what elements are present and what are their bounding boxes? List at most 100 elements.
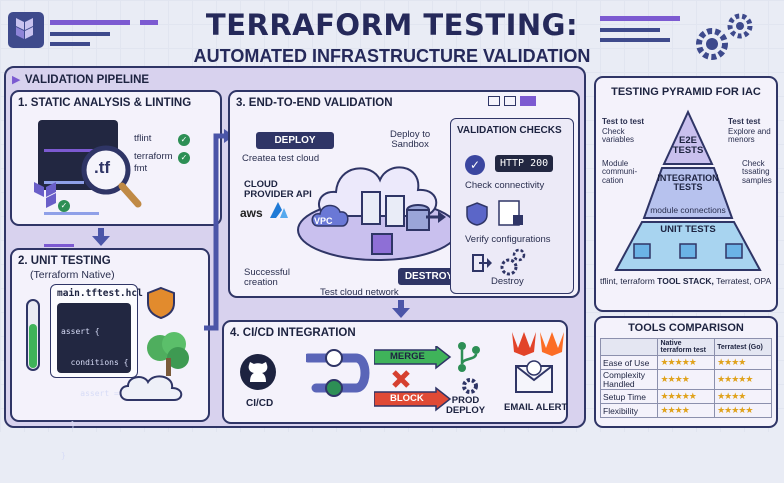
- code-line: conditions {: [61, 357, 129, 367]
- arrow-down-icon: [92, 236, 110, 246]
- terraform-logo-icon: [8, 12, 44, 48]
- hcl-code-block: assert { conditions { assert == } }: [57, 303, 131, 460]
- destroy-badge: DESTROY: [398, 268, 460, 285]
- tool-stack-pre: tflint, terraform: [600, 276, 655, 286]
- gear-icon: [696, 13, 753, 60]
- success-label: Successful creation: [244, 267, 290, 289]
- rating-stars: ★★★★: [657, 369, 716, 390]
- deploy-sandbox-label: Deploy to Sandbox: [390, 129, 431, 151]
- code-line: }: [61, 420, 76, 430]
- test-tube-icon: [26, 299, 40, 371]
- verify-config-label: Verify configurations: [465, 234, 551, 245]
- static-analysis-title: 1. STATIC ANALYSIS & LINTING: [18, 97, 192, 109]
- pyramid-left-1a: Test to test: [602, 117, 645, 126]
- gears-icon: [500, 248, 526, 276]
- row-label: Ease of Use: [599, 355, 659, 370]
- row-label: Complexity Handled: [599, 369, 659, 390]
- vpc-label: VPC: [314, 216, 333, 226]
- shield-icon: [147, 286, 175, 320]
- destroy-label: Destroy: [491, 276, 524, 287]
- check-connectivity-label: Check connectivity: [465, 180, 545, 191]
- test-file-name: main.tftest.hcl: [57, 288, 143, 299]
- pyramid-shape: [614, 109, 762, 271]
- page-title: TERRAFORM TESTING:: [205, 8, 579, 42]
- maximize-icon: [504, 96, 516, 106]
- check-icon: ✓: [58, 200, 70, 212]
- pyramid-left-2: Module communi- cation: [602, 159, 638, 185]
- col-header-native: Native terraform test: [657, 338, 716, 356]
- rating-stars: ★★★★: [714, 355, 772, 370]
- unit-testing-subtitle: (Terraform Native): [30, 269, 115, 281]
- pyramid-right-2: Check tssating samples: [742, 159, 772, 185]
- minimize-icon: [488, 96, 500, 106]
- code-line: assert ==: [61, 389, 124, 399]
- unit-testing-panel: 2. UNIT TESTING (Terraform Native) main.…: [10, 248, 210, 460]
- rating-stars: ★★★★★: [714, 369, 772, 390]
- table-row: Setup Time ★★★★★ ★★★★: [599, 389, 772, 404]
- magnifier-icon: [81, 145, 142, 208]
- tool-tflint: tflint: [134, 133, 152, 144]
- tool-stack-post: Terratest, OPA: [716, 276, 772, 286]
- cicd-title: 4. CI/CD INTEGRATION: [230, 327, 356, 339]
- col-header-terratest: Terratest (Go): [714, 338, 772, 356]
- exit-icon: [472, 254, 492, 272]
- tools-title: TOOLS COMPARISON: [628, 322, 744, 334]
- tool-stack-mid: TOOL STACK,: [657, 276, 714, 286]
- decor-lines-left: [50, 20, 158, 46]
- test-file-card: main.tftest.hcl assert { conditions { as…: [50, 284, 143, 460]
- cicd-label: CI/CD: [246, 398, 274, 409]
- github-icon: [240, 354, 276, 390]
- tree-icon: [147, 332, 189, 376]
- git-branch-icon: [458, 342, 480, 372]
- window-controls: [488, 96, 536, 106]
- table-row: Complexity Handled ★★★★ ★★★★★: [599, 369, 772, 390]
- e2e-title: 3. END-TO-END VALIDATION: [236, 97, 393, 109]
- pyramid-module-connections: module connections: [650, 205, 726, 215]
- tool-terraform: terraform: [134, 151, 173, 162]
- cloud-sandbox-illustration: [297, 166, 459, 261]
- arrow-down-icon: [392, 308, 410, 318]
- col-header: [599, 338, 659, 356]
- rating-stars: ★★★★: [714, 389, 772, 404]
- validation-checks-title: VALIDATION CHECKS: [457, 125, 562, 136]
- azure-logo-icon: [270, 202, 288, 218]
- cicd-panel: 4. CI/CD INTEGRATION CI/CD MERGE BLOCK P…: [222, 320, 568, 424]
- pyramid-title: TESTING PYRAMID FOR IAC: [611, 86, 761, 98]
- tool-stack-line: tflint, terraform TOOL STACK, Terratest,…: [600, 276, 771, 286]
- terraform-check-icon: ✓: [178, 152, 190, 164]
- tools-table: Native terraform test Terratest (Go) Eas…: [599, 338, 772, 418]
- pyramid-e2e: E2E TESTS: [672, 135, 704, 156]
- merge-label: MERGE: [390, 351, 425, 362]
- arrow-right-icon: [426, 211, 446, 223]
- email-icon: [515, 360, 553, 393]
- row-label: Flexibility: [599, 403, 659, 418]
- static-analysis-panel: 1. STATIC ANALYSIS & LINTING .tf ✓ tflin…: [10, 90, 222, 247]
- prod-deploy-label: PROD DEPLOY: [446, 395, 486, 416]
- settings-gear-icon: [462, 378, 478, 394]
- rating-stars: ★★★★★: [657, 355, 716, 370]
- rating-stars: ★★★★★: [714, 403, 772, 418]
- decor-lines-right: [600, 16, 680, 42]
- http-status-badge: HTTP 200: [495, 155, 554, 172]
- document-lock-icon: [498, 200, 523, 226]
- page-subtitle: AUTOMATED INFRASTRUCTURE VALIDATION: [193, 46, 591, 66]
- rating-stars: ★★★★: [657, 403, 716, 418]
- merge-block-arrows: [374, 346, 452, 412]
- tool-fmt: fmt: [134, 163, 148, 174]
- code-line: }: [61, 451, 66, 461]
- pyramid-left-1b: Check variables: [602, 127, 635, 145]
- unit-testing-title: 2. UNIT TESTING: [18, 255, 111, 267]
- shield-check-icon: [466, 202, 488, 226]
- pyramid-integration: INTEGRATION TESTS: [657, 173, 719, 193]
- code-line: assert {: [61, 326, 100, 336]
- block-label: BLOCK: [390, 393, 424, 404]
- cloud-icon: [119, 375, 183, 401]
- create-cloud-label: Createa test cloud: [242, 153, 320, 164]
- pipeline-flow-icon: [306, 349, 370, 397]
- cloud-provider-label: CLOUD PROVIDER API: [244, 179, 312, 200]
- tools-table-wrapper: Native terraform test Terratest (Go) Eas…: [599, 338, 772, 418]
- rating-stars: ★★★★★: [657, 389, 716, 404]
- network-label: Test cloud network: [320, 287, 399, 298]
- table-row: Flexibility ★★★★ ★★★★★: [599, 403, 772, 418]
- aws-logo: aws: [240, 206, 263, 220]
